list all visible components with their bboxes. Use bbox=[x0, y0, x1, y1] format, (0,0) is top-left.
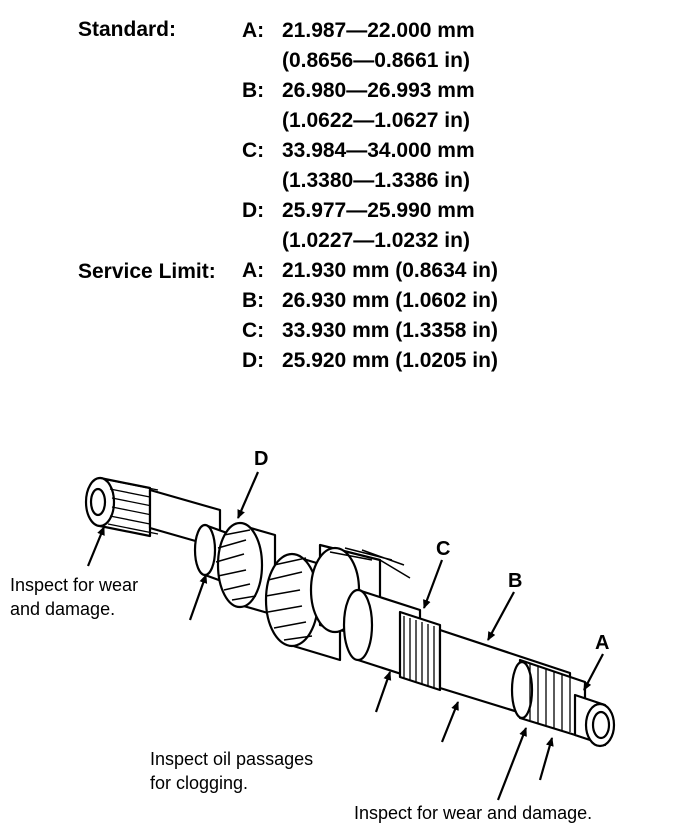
note-left-line1: Inspect for wear bbox=[10, 575, 139, 595]
std-c-mm: 33.984—34.000 mm bbox=[282, 139, 475, 162]
limit-c-value: 33.930 mm (1.3358 in) bbox=[282, 319, 498, 342]
limit-b-value: 26.930 mm (1.0602 in) bbox=[282, 289, 498, 312]
std-d-mm: 25.977—25.990 mm bbox=[282, 199, 475, 222]
note-left-line2: and damage. bbox=[10, 599, 116, 619]
bearing-a bbox=[510, 658, 587, 740]
standard-label: Standard: bbox=[78, 18, 177, 41]
first-gear bbox=[215, 521, 277, 617]
left-spline bbox=[84, 476, 163, 538]
std-a-key: A: bbox=[242, 19, 265, 42]
callout-d: D bbox=[254, 448, 269, 470]
std-b-mm: 26.980—26.993 mm bbox=[282, 79, 475, 102]
note-bottom: Inspect for wear and damage. bbox=[354, 803, 593, 823]
limit-d-value: 25.920 mm (1.0205 in) bbox=[282, 349, 498, 372]
limit-c-key: C: bbox=[242, 319, 265, 342]
callout-b: B bbox=[508, 570, 523, 592]
std-d-in: (1.0227—1.0232 in) bbox=[282, 229, 470, 252]
limit-b-key: B: bbox=[242, 289, 265, 312]
service-limit-label: Service Limit: bbox=[78, 260, 216, 283]
limit-d-key: D: bbox=[242, 349, 265, 372]
std-b-in: (1.0622—1.0627 in) bbox=[282, 109, 470, 132]
note-oil-line1: Inspect oil passages bbox=[150, 749, 314, 769]
limit-a-value: 21.930 mm (0.8634 in) bbox=[282, 259, 498, 282]
std-c-in: (1.3380—1.3386 in) bbox=[282, 169, 470, 192]
bearing-c bbox=[398, 610, 442, 692]
callout-c: C bbox=[436, 538, 451, 560]
callout-a: A bbox=[595, 632, 610, 654]
note-oil-line2: for clogging. bbox=[150, 773, 249, 793]
std-a-mm: 21.987—22.000 mm bbox=[282, 19, 475, 42]
std-d-key: D: bbox=[242, 199, 265, 222]
std-a-in: (0.8656—0.8661 in) bbox=[282, 49, 470, 72]
std-b-key: B: bbox=[242, 79, 265, 102]
std-c-key: C: bbox=[242, 139, 265, 162]
limit-a-key: A: bbox=[242, 259, 265, 282]
